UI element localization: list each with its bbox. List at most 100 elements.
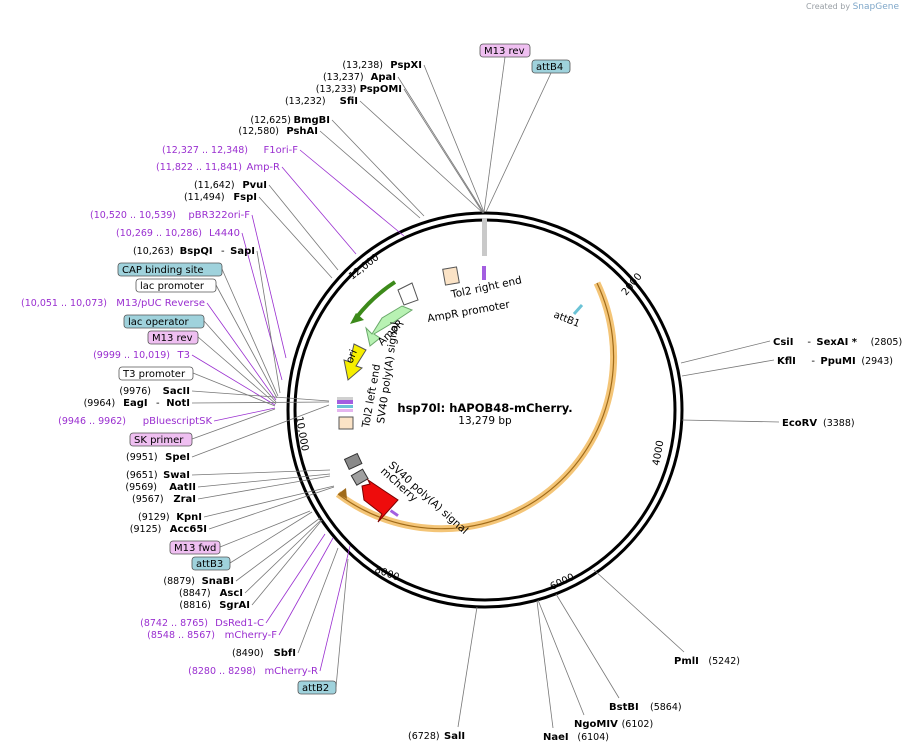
enzyme-position: (2805): [871, 337, 903, 348]
enzyme-position: (10,263): [133, 246, 174, 257]
primer-name: L4440: [209, 228, 240, 239]
leader-line: [197, 473, 331, 488]
enzyme-position: (6104): [577, 732, 609, 743]
leader-line: [197, 475, 331, 500]
enzyme-name: PpuMI: [820, 356, 855, 367]
leader-line: [251, 519, 323, 606]
leader-line: [191, 354, 276, 406]
orf-arc-arrowhead: [338, 488, 347, 499]
feature-box: [118, 366, 194, 381]
leader-line: [681, 419, 780, 423]
enzyme-name: Acc65I: [170, 524, 207, 535]
feature-box: [191, 556, 231, 571]
enzyme-name: BstBI: [609, 702, 639, 713]
feature-box-label: M13 fwd: [174, 543, 216, 554]
enzyme-position: (13,237): [323, 72, 364, 83]
leader-line: [258, 196, 333, 279]
primer-position: (9946 .. 9962): [58, 416, 126, 427]
snapgene-credit: Created by SnapGene: [806, 2, 899, 12]
enzyme-position: (8847): [179, 588, 211, 599]
enzyme-position: (12,580): [238, 126, 279, 137]
enzyme-position: (13,232): [285, 96, 326, 107]
enzyme-name: ApaI: [371, 72, 396, 83]
lac-cluster-1: [337, 400, 353, 404]
leader-line: [319, 130, 421, 219]
leader-line: [485, 72, 552, 213]
enzyme-name: EagI: [123, 398, 147, 409]
enzyme-separator: -: [156, 398, 160, 409]
feature-box-label: SK primer: [134, 435, 184, 446]
feature-box: [147, 330, 199, 345]
credit-brand: SnapGene: [852, 2, 899, 12]
ori-shape: [343, 343, 367, 381]
primer-position: (12,327 .. 12,348): [162, 145, 248, 156]
primer-name: M13/pUC Reverse: [116, 298, 205, 309]
enzyme-position: (5242): [708, 656, 740, 667]
enzyme-name: ZraI: [173, 494, 196, 505]
enzyme-position: (6728): [408, 731, 440, 742]
primer-name: T3: [177, 350, 190, 361]
enzyme-name: SbfI: [274, 648, 296, 659]
enzyme-name: PmlI: [674, 656, 699, 667]
leader-line: [397, 76, 485, 214]
enzyme-position: (13,238): [342, 60, 383, 71]
enzyme-position: (2943): [861, 356, 893, 367]
feature-box: [297, 680, 337, 695]
leader-line: [192, 372, 276, 407]
primer-position: (8280 .. 8298): [188, 666, 256, 677]
leader-line: [319, 545, 351, 672]
leader-line: [206, 302, 277, 401]
enzyme-name: SapI: [230, 246, 255, 257]
label-layer: PspXI(13,238)ApaI(13,237)PspOMI(13,233)S…: [21, 43, 903, 743]
feature-box: [135, 278, 217, 293]
enzyme-name: NaeI: [543, 732, 569, 743]
enzyme-name: SgrAI: [219, 600, 250, 611]
enzyme-position: (12,625): [250, 115, 291, 126]
enzyme-position: (9651): [126, 470, 158, 481]
enzyme-name: BspQI: [180, 246, 213, 257]
enzyme-name: SnaBI: [202, 576, 234, 587]
enzyme-position: (9129): [138, 512, 170, 523]
lac-cluster-3: [337, 409, 353, 412]
credit-prefix: Created by: [806, 2, 851, 11]
leader-line: [278, 537, 334, 636]
primer-name: Amp-R: [247, 162, 281, 173]
enzyme-position: (9567): [132, 494, 164, 505]
enzyme-position: (11,642): [194, 180, 235, 191]
primer-position: (10,520 .. 10,539): [90, 210, 176, 221]
enzyme-name: SfiI: [340, 96, 358, 107]
enzyme-position: (8816): [179, 600, 211, 611]
leader-line: [203, 320, 277, 403]
leader-line: [593, 569, 685, 653]
primer-name: pBluescriptSK: [143, 416, 213, 427]
enzyme-name: EcoRV: [782, 418, 817, 429]
leader-line: [483, 56, 506, 213]
primer-position: (10,051 .. 10,073): [21, 298, 107, 309]
leader-line: [403, 88, 484, 214]
enzyme-position: (8490): [232, 648, 264, 659]
orf-arc-edge: [337, 282, 615, 530]
enzyme-name: SexAI *: [816, 337, 857, 348]
enzyme-name: NgoMIV: [574, 719, 618, 730]
mcherry-shape: [361, 478, 399, 523]
feature-box-label: M13 rev: [152, 333, 193, 344]
leader-line: [215, 284, 278, 399]
leader-line: [537, 599, 585, 716]
leader-line: [457, 606, 478, 728]
feature-box-label: lac promoter: [140, 281, 205, 292]
attb4-marker: [482, 266, 486, 280]
feature-box: [117, 262, 223, 277]
sv40-block-1: [343, 452, 363, 471]
lac-cluster-4: [337, 397, 353, 400]
enzyme-position: (3388): [823, 418, 855, 429]
enzyme-name: CsiI: [773, 337, 793, 348]
enzyme-name: AscI: [220, 588, 243, 599]
leader-line: [191, 404, 330, 458]
leader-line: [229, 511, 313, 564]
enzyme-name: SpeI: [165, 452, 190, 463]
enzyme-name: NotI: [166, 398, 190, 409]
leader-line: [281, 166, 357, 255]
leader-line: [221, 268, 279, 397]
leader-line: [191, 390, 330, 402]
